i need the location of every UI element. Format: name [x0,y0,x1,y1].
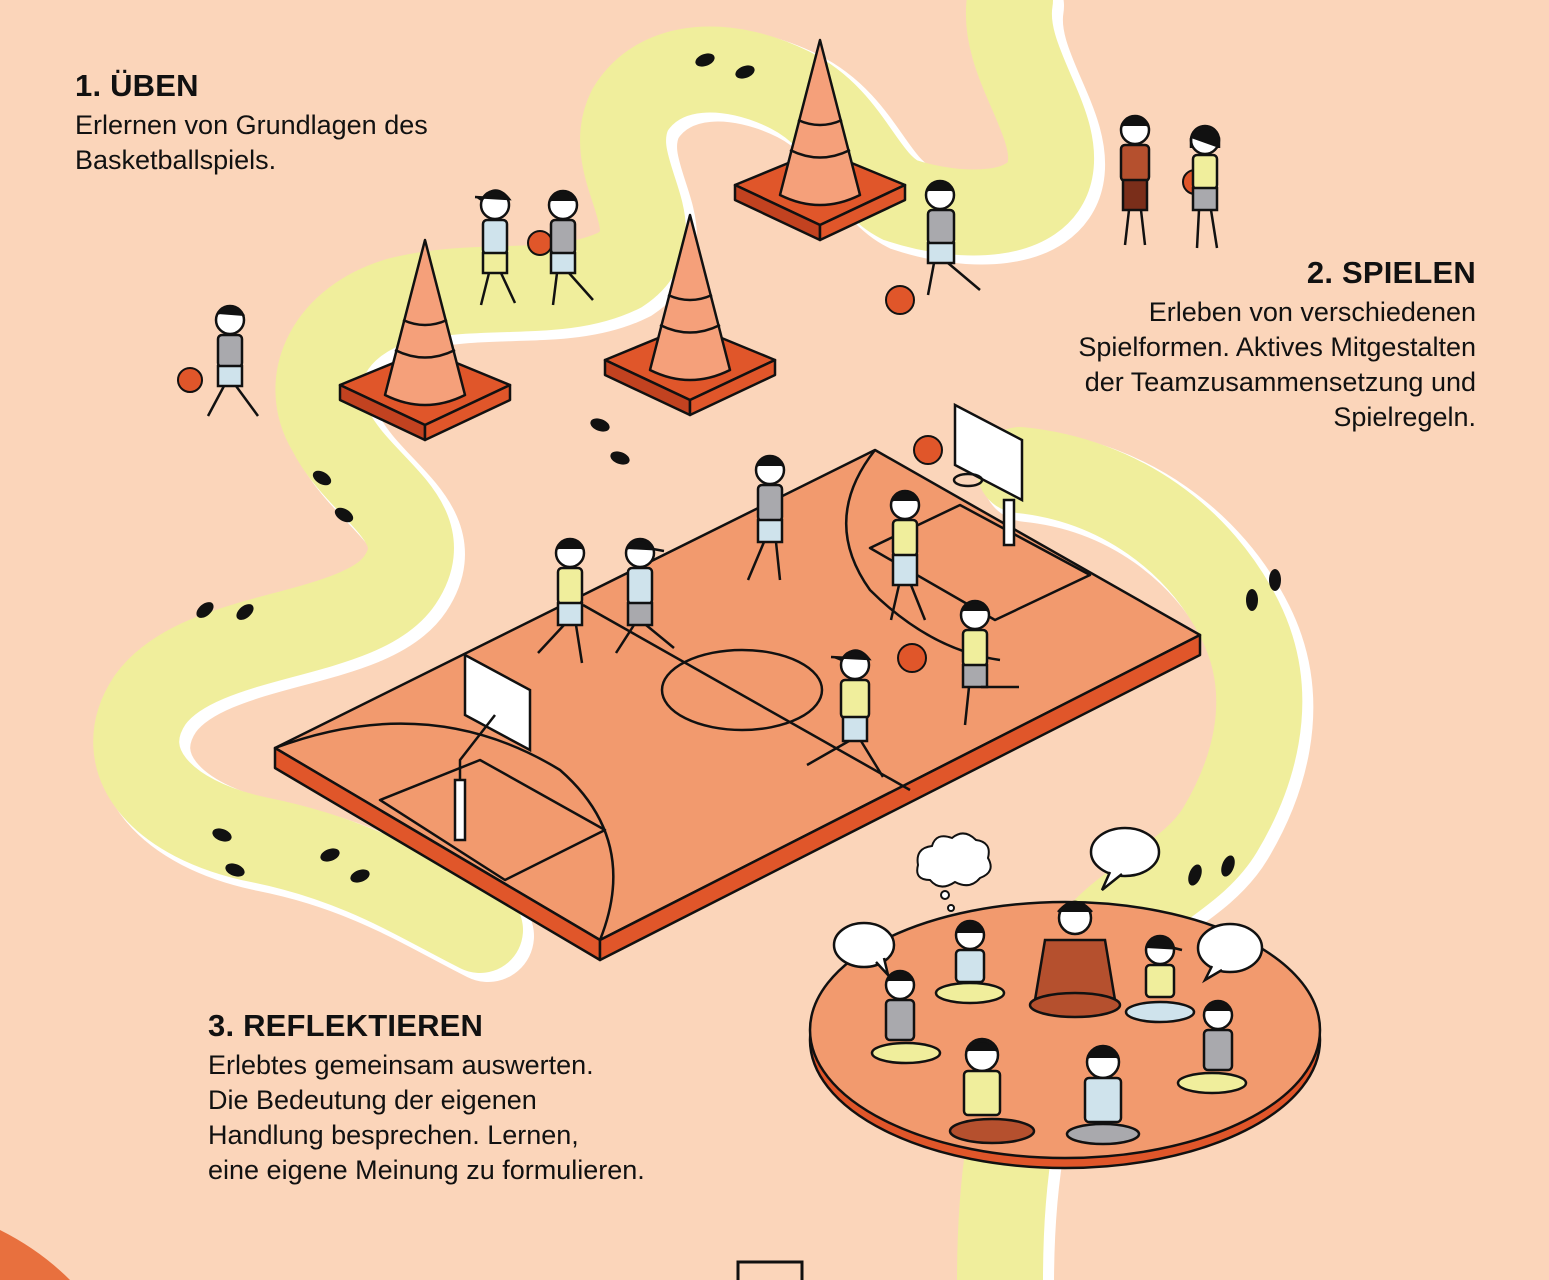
corner-accent [0,1230,70,1280]
reflection-circle [808,900,1322,1170]
step-description-line: Erlernen von Grundlagen des [75,110,428,140]
speech-bubble-icon [832,921,896,980]
step-description-line: Erlebtes gemeinsam auswerten. [208,1050,594,1080]
traffic-cone-icon [603,213,777,417]
traffic-cone-icon [338,238,512,442]
step-description-line: Handlung besprechen. Lernen, [208,1120,579,1150]
speech-bubble-icon [1089,826,1161,891]
step-heading: 1. ÜBEN [75,68,199,103]
basketball-court [273,448,1202,962]
speech-bubble-icon [1196,922,1264,984]
step-reflektieren: 3. REFLEKTIEREN Erlebtes gemeinsam auswe… [208,1008,768,1188]
traffic-cone-icon [733,38,907,242]
step-heading: 2. SPIELEN [1306,255,1476,290]
step-description-line: Spielregeln. [1333,402,1476,432]
step-description-line: Basketballspiels. [75,145,277,175]
thought-bubble-icon [916,832,992,912]
basketball-hoop-icon [453,652,532,842]
child-figure-icon [870,919,1248,1146]
page-marker [736,1260,804,1280]
step-description-line: Spielformen. Aktives Mitgestalten [1078,332,1476,362]
child-figure-icon [206,114,1221,778]
step-description-line: der Teamzusammensetzung und [1084,367,1476,397]
step-description-line: eine eigene Meinung zu formulieren. [208,1155,645,1185]
step-description-line: Die Bedeutung der eigenen [208,1085,537,1115]
footprints-icon [196,53,1281,886]
basketball-hoop-icon [952,402,1024,547]
step-spielen: 2. SPIELEN Erleben von verschiedenen Spi… [960,255,1476,435]
step-uben: 1. ÜBEN Erlernen von Grundlagen des Bask… [75,68,555,178]
step-heading: 3. REFLEKTIEREN [208,1008,484,1043]
coach-figure-icon [1028,900,1122,1019]
step-description-line: Erleben von verschiedenen [1148,297,1476,327]
